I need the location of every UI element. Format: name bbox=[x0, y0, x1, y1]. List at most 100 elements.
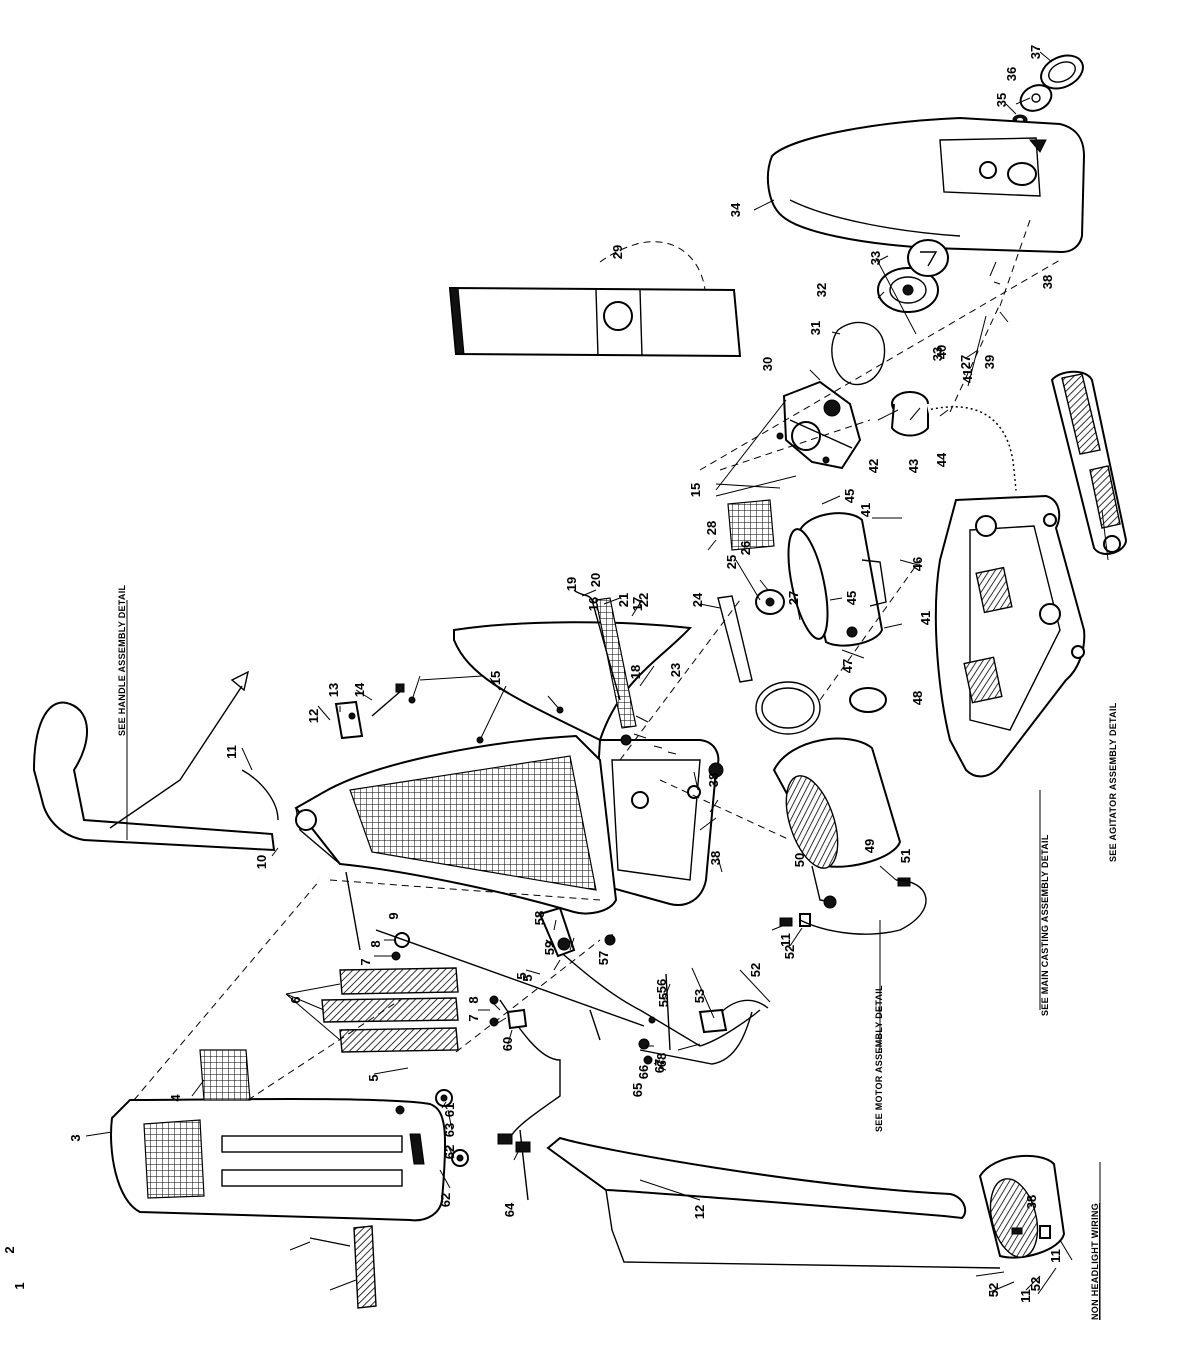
callout-60: 60 bbox=[500, 1037, 515, 1051]
part-40-fan-disc bbox=[907, 239, 949, 277]
cord-wire bbox=[241, 769, 279, 821]
callout-9: 9 bbox=[386, 912, 401, 919]
part-59-60-switch bbox=[538, 906, 616, 958]
part-motor-assembly bbox=[772, 737, 902, 909]
callout-11: 11 bbox=[778, 933, 793, 947]
callout-12: 12 bbox=[692, 1205, 707, 1219]
callout-21: 21 bbox=[616, 593, 631, 607]
callout-45: 45 bbox=[842, 489, 857, 503]
part-44-hose bbox=[926, 400, 1022, 491]
callout-18: 18 bbox=[628, 665, 643, 679]
callout-2: 2 bbox=[2, 1246, 17, 1253]
callout-65: 65 bbox=[630, 1083, 645, 1097]
callout-35: 35 bbox=[994, 93, 1009, 107]
callout-23: 23 bbox=[668, 663, 683, 677]
part-62-wheels bbox=[435, 1089, 469, 1167]
callout-61: 61 bbox=[442, 1103, 457, 1117]
callout-68: 68 bbox=[654, 1053, 669, 1067]
callout-6: 6 bbox=[288, 996, 303, 1003]
part-24-bracket bbox=[717, 595, 753, 683]
callout-8: 8 bbox=[368, 940, 383, 947]
callout-26: 26 bbox=[738, 541, 753, 555]
callout-48: 48 bbox=[910, 691, 925, 705]
callout-38: 38 bbox=[708, 851, 723, 865]
callout-17: 17 bbox=[630, 597, 645, 611]
part-14-screw bbox=[371, 683, 405, 717]
note-agitator-assembly: SEE AGITATOR ASSEMBLY DETAIL bbox=[1108, 702, 1118, 862]
callout-52: 52 bbox=[748, 963, 763, 977]
callout-38: 38 bbox=[1024, 1195, 1039, 1209]
callout-20: 20 bbox=[588, 573, 603, 587]
part-lower-motor bbox=[978, 1154, 1066, 1259]
callout-14: 14 bbox=[352, 682, 367, 697]
callout-29: 29 bbox=[610, 245, 625, 259]
callout-11: 11 bbox=[224, 745, 239, 759]
callout-10: 10 bbox=[254, 855, 269, 869]
alignment-lines bbox=[133, 219, 1061, 1101]
callout-41: 41 bbox=[918, 611, 933, 625]
part-32-fan bbox=[877, 267, 939, 313]
part-15-screws bbox=[408, 675, 564, 744]
callout-33: 33 bbox=[868, 251, 883, 265]
callout-11: 11 bbox=[1048, 1249, 1063, 1263]
callout-45: 45 bbox=[844, 591, 859, 605]
note-main-casting: SEE MAIN CASTING ASSEMBLY DETAIL bbox=[1040, 834, 1050, 1016]
callout-43: 43 bbox=[906, 459, 921, 473]
part-13-plate bbox=[334, 700, 364, 740]
callout-62: 62 bbox=[442, 1145, 457, 1159]
part-31-gasket bbox=[831, 321, 886, 386]
callout-34: 34 bbox=[728, 202, 743, 217]
callout-5: 5 bbox=[514, 972, 529, 979]
part-6-brushes bbox=[321, 967, 459, 1053]
part-43-hose-cuff bbox=[890, 391, 929, 437]
callout-63: 63 bbox=[442, 1123, 457, 1137]
callout-3: 3 bbox=[68, 1134, 83, 1141]
part-connectors bbox=[779, 877, 1051, 1239]
callout-58: 58 bbox=[532, 911, 547, 925]
callout-22: 22 bbox=[636, 593, 651, 607]
callout-41: 41 bbox=[960, 369, 975, 383]
part-2-pin bbox=[309, 1237, 351, 1247]
part-46-motor bbox=[787, 512, 887, 647]
part-48-ring bbox=[849, 687, 887, 713]
callout-12: 12 bbox=[306, 709, 321, 723]
callout-59: 59 bbox=[542, 941, 557, 955]
part-28-filter bbox=[727, 499, 775, 551]
leader-lines bbox=[85, 51, 1109, 1295]
callout-4: 4 bbox=[168, 1094, 183, 1102]
callout-56: 56 bbox=[654, 979, 669, 993]
part-rod bbox=[345, 871, 645, 1027]
part-49-belt bbox=[755, 681, 821, 735]
callout-15: 15 bbox=[688, 483, 703, 497]
callout-57: 57 bbox=[596, 951, 611, 965]
part-36-disc bbox=[1019, 84, 1053, 112]
part-61-clip bbox=[506, 1008, 528, 1030]
callout-32: 32 bbox=[814, 283, 829, 297]
callout-42: 42 bbox=[866, 459, 881, 473]
callout-46: 46 bbox=[910, 557, 925, 571]
callout-25: 25 bbox=[724, 555, 739, 569]
callout-16: 16 bbox=[586, 597, 601, 611]
callout-39: 39 bbox=[982, 355, 997, 369]
part-3-front-panel bbox=[110, 1098, 447, 1222]
callout-11: 11 bbox=[1018, 1289, 1033, 1303]
callout-31: 31 bbox=[808, 321, 823, 335]
part-handle bbox=[32, 670, 276, 852]
callout-66: 66 bbox=[636, 1065, 651, 1079]
callout-41: 41 bbox=[858, 503, 873, 517]
callout-13: 13 bbox=[326, 683, 341, 697]
note-non-headlight-wiring: NON HEADLIGHT WIRING bbox=[1090, 1203, 1100, 1320]
callout-1: 1 bbox=[12, 1282, 27, 1289]
callout-47: 47 bbox=[840, 659, 855, 673]
part-main-casting bbox=[934, 494, 1086, 778]
callout-8: 8 bbox=[466, 996, 481, 1003]
callout-24: 24 bbox=[690, 592, 705, 607]
part-25-pulley bbox=[755, 589, 785, 615]
wiring-harness bbox=[497, 939, 769, 1201]
callout-7: 7 bbox=[358, 958, 373, 965]
part-30-fan-housing bbox=[776, 380, 862, 470]
callout-67: 67 bbox=[652, 1059, 667, 1073]
callout-7: 7 bbox=[466, 1014, 481, 1021]
